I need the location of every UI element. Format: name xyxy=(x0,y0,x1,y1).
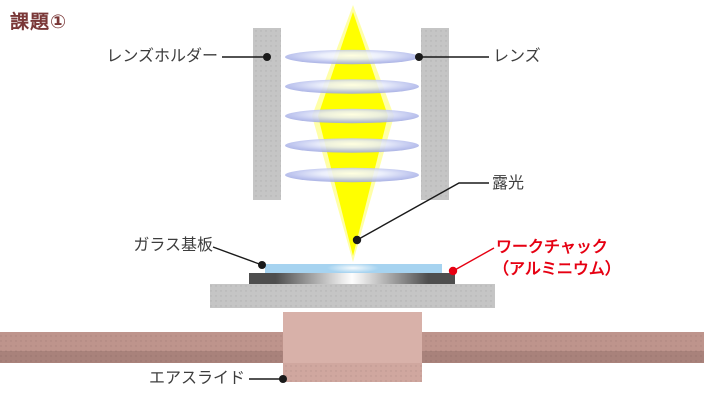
label-exposure: 露光 xyxy=(492,173,525,192)
page-title: 課題① xyxy=(10,11,68,33)
lens-stack xyxy=(285,49,419,183)
label-work-chuck-material: （アルミニウム） xyxy=(493,259,621,278)
label-lens: レンズ xyxy=(493,46,541,65)
lens-element-2 xyxy=(285,79,419,94)
lens-element-5 xyxy=(285,167,419,183)
work-chuck-callout-line xyxy=(452,247,495,272)
label-air-slide: エアスライド xyxy=(148,368,245,387)
air-slide-block-lower-texture xyxy=(283,363,422,382)
exposure-callout-dot xyxy=(352,235,362,245)
exposure-beam xyxy=(312,5,394,262)
work-chuck-callout-dot xyxy=(448,266,458,276)
lens-element-3 xyxy=(285,108,419,124)
label-glass-substrate: ガラス基板 xyxy=(133,235,213,254)
glass-substrate-callout-dot xyxy=(258,261,266,269)
lens-holder-right-bar-texture xyxy=(421,28,449,200)
lens-element-1 xyxy=(285,49,419,65)
lens-element-4 xyxy=(285,138,419,153)
label-work-chuck: ワークチャック xyxy=(496,237,608,256)
exposure-callout-line xyxy=(356,182,489,241)
beam-core xyxy=(318,12,388,256)
stage-base-plate-texture xyxy=(210,284,495,308)
label-lens-holder: レンズホルダー xyxy=(106,46,218,65)
beam-spot-glow xyxy=(327,263,379,273)
lens-callout-dot xyxy=(415,53,423,61)
glass-substrate-callout-line xyxy=(212,246,263,266)
air-slide-block xyxy=(283,312,422,363)
lens-holder-callout-dot xyxy=(263,53,271,61)
air-slide-callout-dot xyxy=(279,375,287,383)
work-chuck xyxy=(249,273,455,284)
